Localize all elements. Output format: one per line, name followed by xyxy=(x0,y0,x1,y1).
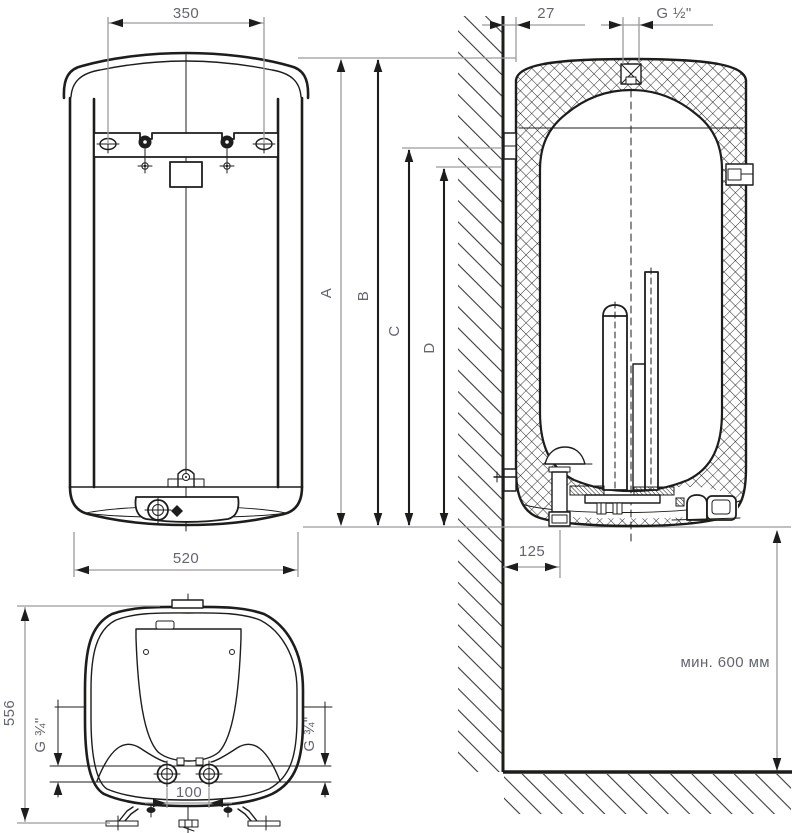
lower-wall-bracket xyxy=(493,468,517,492)
front-bottom-cap xyxy=(68,485,304,527)
thread-g34-right-label: G ¾" xyxy=(301,716,318,751)
dimension-g-half: G ½" xyxy=(601,5,713,64)
dim-100-label: 100 xyxy=(176,784,202,801)
dim-350-label: 350 xyxy=(173,5,199,22)
dimension-27: 27 xyxy=(482,5,585,62)
dimension-height-c: C xyxy=(386,147,502,526)
height-a-label: A xyxy=(318,288,335,298)
top-tab xyxy=(171,599,204,609)
pipe-connection-right xyxy=(195,760,223,788)
bottom-cover-panel xyxy=(135,628,242,762)
front-view: 350 520 xyxy=(62,5,310,577)
dimension-height-a: A xyxy=(318,59,346,526)
dimension-height-b: B xyxy=(355,59,383,526)
drain-pipe xyxy=(548,466,571,527)
anode-cap xyxy=(542,446,593,465)
pipe-tangent-lines xyxy=(49,765,332,783)
control-knob xyxy=(144,496,172,524)
flange-studs xyxy=(596,502,623,515)
wall-hatching xyxy=(458,16,503,772)
dim-520-label: 520 xyxy=(173,550,199,567)
bracket-keyhole-left xyxy=(137,135,153,174)
inner-tube-middle xyxy=(632,363,646,491)
mounting-bracket xyxy=(93,132,279,158)
thermostat-assembly xyxy=(671,494,741,521)
rating-plate xyxy=(169,161,203,188)
bracket-keyhole-right xyxy=(219,135,235,174)
panel-tab-right xyxy=(195,757,204,766)
bottom-seam-left xyxy=(96,743,167,782)
inlet-tube xyxy=(644,267,659,491)
panel-screw-left xyxy=(143,649,149,655)
callout-g34-left: G ¾" xyxy=(32,699,63,798)
inner-tank xyxy=(538,88,724,493)
mount-foot-left xyxy=(105,803,156,831)
outlet-tube xyxy=(602,301,628,491)
min-clearance-label: мин. 600 мм xyxy=(680,654,770,671)
bottom-seam-right xyxy=(210,743,281,782)
height-c-label: C xyxy=(386,325,403,336)
dimension-125: 125 xyxy=(503,530,561,578)
height-b-label: B xyxy=(355,291,372,301)
callout-g34-right: G ¾" xyxy=(301,701,330,798)
panel-tab-left xyxy=(176,757,185,766)
dimension-556: 556 xyxy=(1,605,160,824)
height-d-label: D xyxy=(421,342,438,353)
indicator-diamond xyxy=(171,505,183,517)
side-sensor-pocket xyxy=(725,163,754,186)
dimension-100: 100 xyxy=(145,784,232,808)
panel-screw-right xyxy=(229,649,235,655)
drain-fitting xyxy=(178,807,199,832)
thread-g12-label: G ½" xyxy=(656,5,691,22)
top-outlet-fitting xyxy=(620,63,642,85)
pipe-connection-left xyxy=(153,760,181,788)
panel-notch xyxy=(155,620,175,630)
dim-27-label: 27 xyxy=(537,5,555,22)
upper-wall-bracket xyxy=(503,132,517,160)
dimension-520: 520 xyxy=(73,532,299,577)
bottom-view: 556 G ¾" G ¾" 100 xyxy=(1,593,333,833)
heating-element-flange xyxy=(569,485,675,515)
dimension-height-d: D xyxy=(421,166,502,526)
dim-556-label: 556 xyxy=(1,700,18,726)
dim-125-label: 125 xyxy=(519,543,545,560)
thread-g34-left-label: G ¾" xyxy=(32,717,49,752)
dimension-350: 350 xyxy=(107,5,265,144)
section-view: 27 G ½" A B C xyxy=(298,5,792,814)
mount-foot-right xyxy=(223,803,281,831)
floor-hatching xyxy=(504,774,791,814)
dimension-min-600: мин. 600 мм xyxy=(680,530,782,771)
